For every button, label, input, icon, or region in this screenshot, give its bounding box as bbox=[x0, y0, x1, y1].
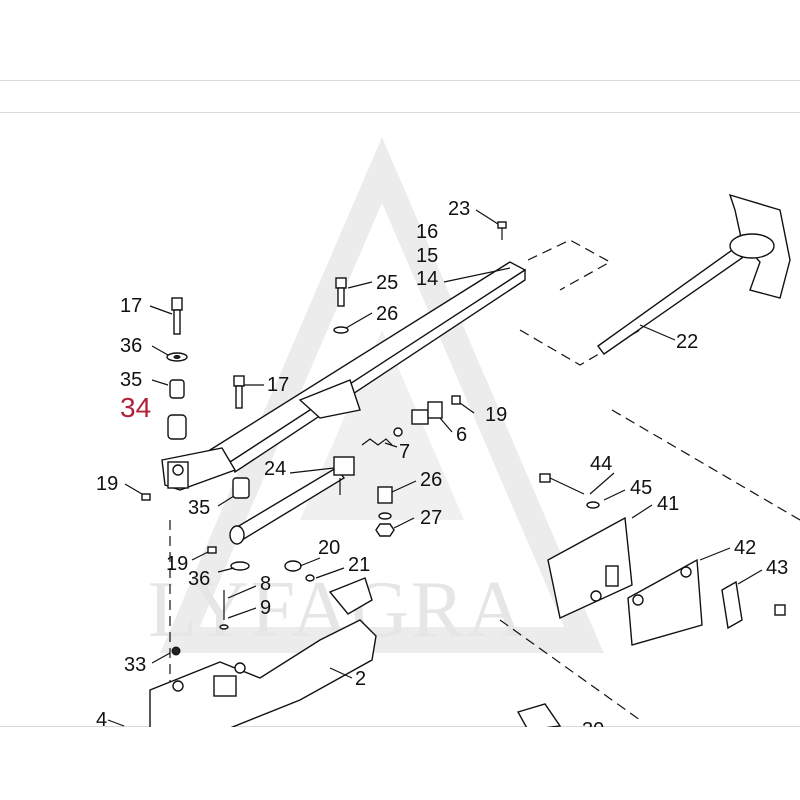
callout-41: 41 bbox=[657, 493, 679, 515]
callout-17-middle: 17 bbox=[267, 374, 289, 396]
callout-43: 43 bbox=[766, 557, 788, 579]
callout-7: 7 bbox=[399, 441, 410, 463]
callout-labels: 23 16 15 14 25 26 17 36 35 34 17 19 6 7 … bbox=[96, 198, 788, 741]
callout-27: 27 bbox=[420, 507, 442, 529]
callout-35-top: 35 bbox=[120, 369, 142, 391]
callout-15: 15 bbox=[416, 245, 438, 267]
bushing-35-lower bbox=[232, 477, 250, 499]
small-parts-lower bbox=[141, 493, 562, 731]
callout-20: 20 bbox=[318, 537, 340, 559]
callout-24: 24 bbox=[264, 458, 286, 480]
callout-22: 22 bbox=[676, 331, 698, 353]
main-arm-part bbox=[161, 261, 527, 491]
callout-23: 23 bbox=[448, 198, 470, 220]
pedal-2-part bbox=[149, 577, 377, 729]
bolt-25 bbox=[333, 277, 349, 334]
bottom-rule bbox=[0, 726, 800, 727]
nut-26-27 bbox=[375, 486, 395, 537]
callout-42: 42 bbox=[734, 537, 756, 559]
rod-22-part bbox=[597, 193, 791, 355]
leader-lines bbox=[107, 209, 763, 727]
callout-9: 9 bbox=[260, 597, 271, 619]
callout-19-right: 19 bbox=[485, 404, 507, 426]
callout-45: 45 bbox=[630, 477, 652, 499]
callout-25: 25 bbox=[376, 272, 398, 294]
callout-36-top: 36 bbox=[120, 335, 142, 357]
header-divider bbox=[0, 112, 800, 113]
callout-8: 8 bbox=[260, 573, 271, 595]
callout-44: 44 bbox=[590, 453, 612, 475]
callout-36-lower: 36 bbox=[188, 568, 210, 590]
callout-19-lower: 19 bbox=[166, 553, 188, 575]
spring-7 bbox=[361, 395, 461, 446]
bolt-17-middle bbox=[233, 375, 245, 409]
callout-34: 34 bbox=[120, 392, 151, 423]
callout-35-lower: 35 bbox=[188, 497, 210, 519]
callout-33: 33 bbox=[124, 654, 146, 676]
plate-41 bbox=[547, 516, 633, 620]
callout-26-top: 26 bbox=[376, 303, 398, 325]
bolt-17-top bbox=[166, 297, 188, 440]
callout-17-top: 17 bbox=[120, 295, 142, 317]
callout-26-lower: 26 bbox=[420, 469, 442, 491]
callout-14: 14 bbox=[416, 268, 438, 290]
callout-21: 21 bbox=[348, 554, 370, 576]
shaft-24-part bbox=[229, 456, 355, 545]
link-43 bbox=[721, 580, 786, 630]
bolt-44 bbox=[539, 473, 600, 509]
callout-19-left: 19 bbox=[96, 473, 118, 495]
callout-16: 16 bbox=[416, 221, 438, 243]
screw-23 bbox=[497, 221, 507, 240]
callout-2: 2 bbox=[355, 668, 366, 690]
plate-42 bbox=[627, 558, 703, 646]
callout-4: 4 bbox=[96, 709, 107, 731]
bottom-crop-area bbox=[0, 727, 800, 800]
callout-6: 6 bbox=[456, 424, 467, 446]
top-rule bbox=[0, 80, 800, 81]
